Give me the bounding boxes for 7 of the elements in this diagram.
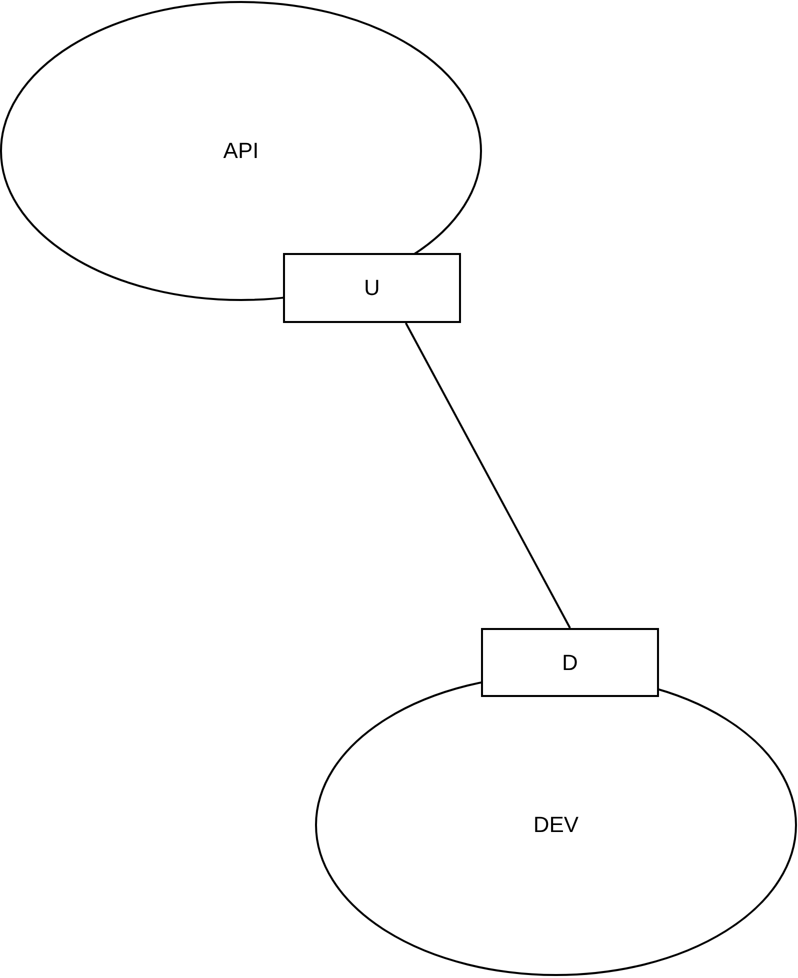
port-box	[283, 253, 461, 323]
port-box	[481, 628, 659, 697]
node-label: DEV	[533, 812, 579, 838]
node-label: D	[562, 650, 578, 676]
connector-line	[404, 322, 571, 628]
node-label: U	[364, 275, 380, 301]
node-label: API	[223, 138, 259, 164]
